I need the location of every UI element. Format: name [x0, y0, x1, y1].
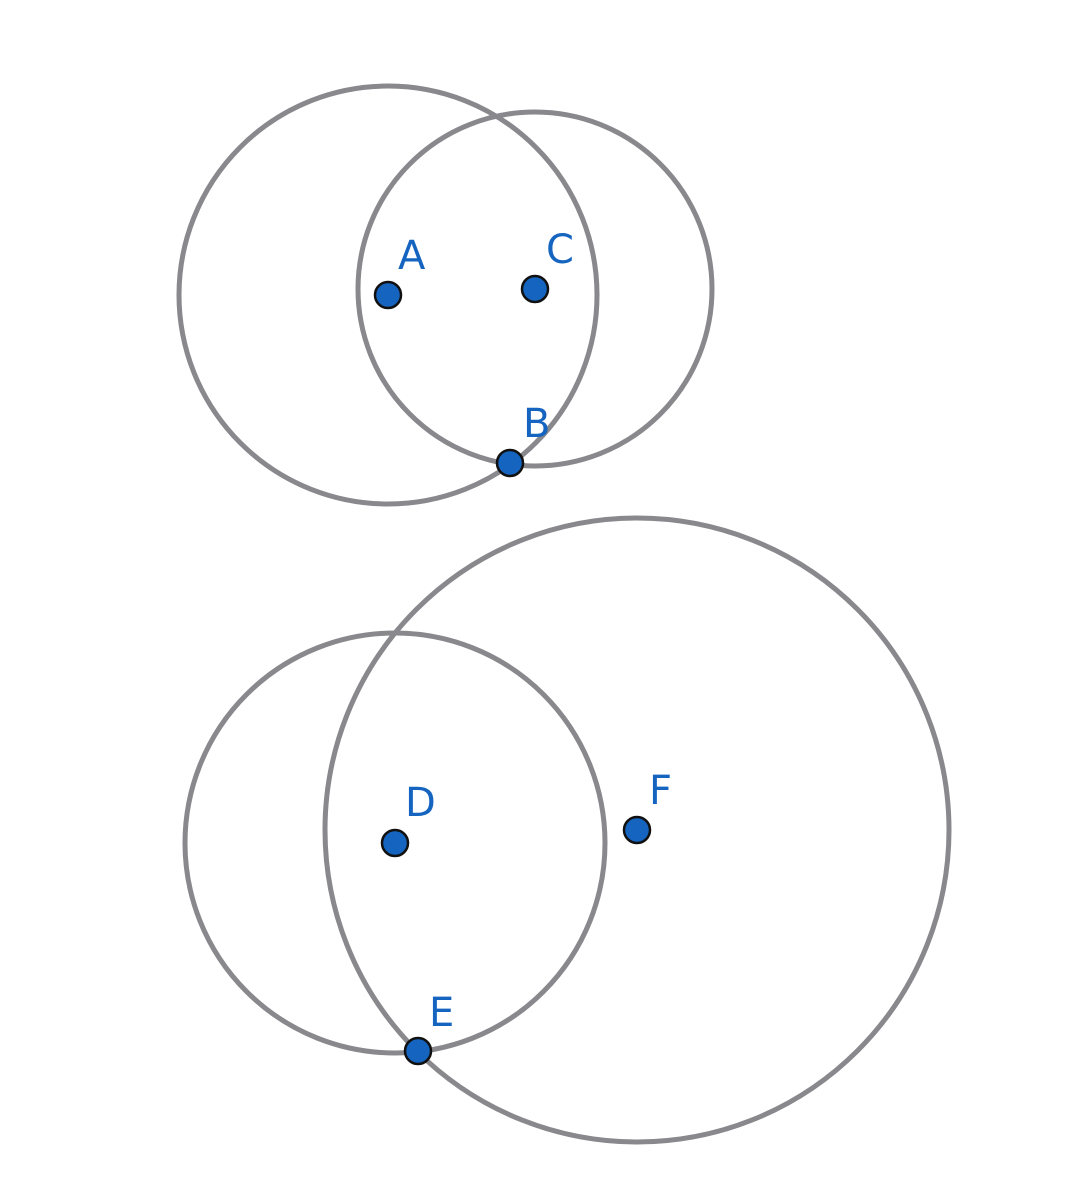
label-c: C — [546, 227, 574, 273]
circle-centered-f — [322, 515, 952, 1145]
label-b: B — [523, 401, 550, 447]
label-d: D — [405, 780, 436, 826]
label-e: E — [429, 990, 454, 1036]
point-f[interactable] — [622, 815, 652, 845]
point-a[interactable] — [373, 280, 403, 310]
label-f: F — [649, 768, 672, 814]
point-e[interactable] — [403, 1036, 433, 1066]
circle-centered-c — [355, 109, 715, 469]
point-d[interactable] — [380, 828, 410, 858]
label-a: A — [398, 233, 426, 279]
circle-centered-a — [176, 83, 600, 507]
point-c[interactable] — [520, 274, 550, 304]
point-b[interactable] — [495, 448, 525, 478]
